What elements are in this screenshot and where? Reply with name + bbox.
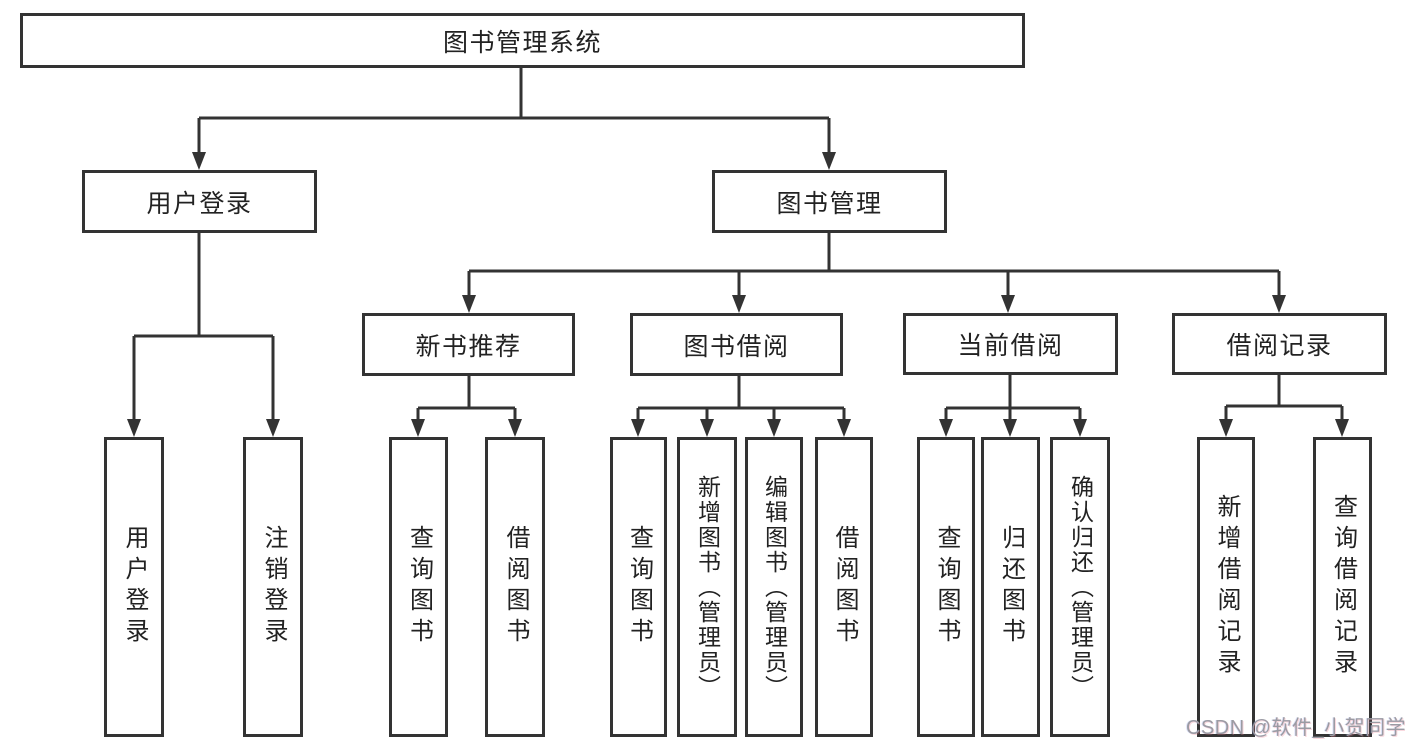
node-new-book-recommend: 新书推荐 [362, 313, 575, 376]
node-library-system: 图书管理系统 [20, 13, 1025, 68]
leaf-label: 查询借阅记录 [1329, 494, 1357, 680]
arrow-down-icon [1003, 419, 1017, 437]
node-label: 用户登录 [146, 189, 253, 218]
arrow-down-icon [1272, 295, 1286, 313]
arrow-down-icon [822, 152, 836, 170]
arrow-down-icon [1001, 295, 1015, 313]
leaf-records-query-record: 查询借阅记录 [1313, 437, 1372, 737]
arrow-down-icon [462, 295, 476, 313]
arrow-down-icon [837, 419, 851, 437]
leaf-label: 借阅图书 [831, 525, 858, 649]
arrow-down-icon [1219, 419, 1233, 437]
leaf-label: 注销登录 [260, 525, 287, 649]
leaf-current-return-books: 归还图书 [981, 437, 1040, 737]
arrow-down-icon [508, 419, 522, 437]
connector-lines [132, 68, 1344, 424]
arrow-down-icon [700, 419, 714, 437]
leaf-label: 用户登录 [121, 525, 148, 649]
watermark: CSDN @软件_小贺同学 [1186, 717, 1405, 739]
leaf-label: 确认归还（管理员） [1067, 474, 1094, 700]
arrow-down-icon [127, 419, 141, 437]
arrow-down-icon [411, 419, 425, 437]
node-user-login: 用户登录 [82, 170, 317, 233]
leaf-label: 新增借阅记录 [1213, 494, 1240, 680]
node-book-borrowing: 图书借阅 [630, 313, 843, 376]
arrow-down-icon [939, 419, 953, 437]
leaf-borrowing-borrow-books: 借阅图书 [815, 437, 873, 737]
leaf-label: 查询图书 [933, 525, 960, 649]
arrow-down-icon [732, 295, 746, 313]
leaf-current-query-books: 查询图书 [917, 437, 975, 737]
leaf-recommend-borrow-books: 借阅图书 [485, 437, 545, 737]
leaf-label: 编辑图书（管理员） [761, 474, 788, 700]
node-label: 图书借阅 [683, 332, 790, 361]
leaf-label: 借阅图书 [502, 525, 529, 649]
node-book-management: 图书管理 [712, 170, 947, 233]
arrowhead-group [127, 152, 1349, 437]
leaf-borrowing-edit-books-admin: 编辑图书（管理员） [745, 437, 803, 737]
arrow-down-icon [266, 419, 280, 437]
node-borrowing-records: 借阅记录 [1172, 313, 1387, 375]
leaf-borrowing-query-books: 查询图书 [610, 437, 667, 737]
arrow-down-icon [767, 419, 781, 437]
leaf-logout: 注销登录 [243, 437, 303, 737]
node-current-borrowing: 当前借阅 [903, 313, 1118, 375]
leaf-label: 新增图书（管理员） [694, 474, 721, 700]
node-label: 图书管理 [776, 189, 883, 218]
leaf-recommend-query-books: 查询图书 [389, 437, 448, 737]
node-label: 新书推荐 [415, 332, 522, 361]
leaf-label: 归还图书 [997, 525, 1025, 649]
node-label: 当前借阅 [957, 332, 1064, 360]
leaf-label: 查询图书 [625, 525, 653, 649]
arrow-down-icon [1073, 419, 1087, 437]
node-label: 借阅记录 [1226, 332, 1333, 360]
arrow-down-icon [1335, 419, 1349, 437]
leaf-borrowing-add-books-admin: 新增图书（管理员） [677, 437, 737, 737]
leaf-label: 查询图书 [405, 525, 433, 649]
node-label: 图书管理系统 [442, 28, 602, 57]
arrow-down-icon [192, 152, 206, 170]
leaf-user-login: 用户登录 [104, 437, 164, 737]
leaf-records-add-record: 新增借阅记录 [1197, 437, 1255, 737]
leaf-current-confirm-return-admin: 确认归还（管理员） [1050, 437, 1110, 737]
arrow-down-icon [631, 419, 645, 437]
